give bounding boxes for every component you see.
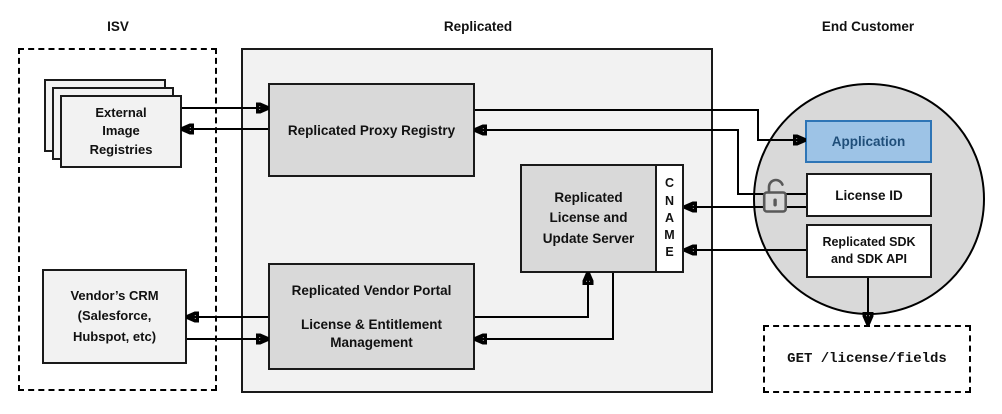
vendor-portal-title: Replicated Vendor Portal: [291, 282, 452, 298]
server-line: Update Server: [542, 230, 635, 246]
unlock-icon: [760, 176, 791, 215]
vendor-crm-box: Vendor’s CRM (Salesforce, Hubspot, etc): [42, 269, 187, 364]
vendor-portal-line: Management: [330, 334, 413, 350]
cname-strip: C N A M E: [655, 164, 684, 273]
sdk-line: Replicated SDK: [822, 235, 916, 250]
registries-line: Registries: [89, 141, 153, 157]
get-license-fields-box: GET /license/fields: [763, 325, 971, 393]
registries-line: External: [95, 104, 147, 120]
server-line: Replicated: [554, 190, 623, 206]
crm-line: (Salesforce,: [77, 308, 152, 324]
external-image-registries-box: External Image Registries: [60, 95, 182, 168]
server-line: License and: [549, 210, 628, 226]
isv-section-label: ISV: [107, 19, 129, 34]
cname-letter: M: [664, 228, 675, 243]
get-license-fields-label: GET /license/fields: [787, 351, 947, 367]
cname-letter: C: [664, 176, 675, 191]
proxy-registry-label: Replicated Proxy Registry: [287, 122, 456, 138]
cname-letter: A: [664, 210, 675, 225]
license-id-label: License ID: [835, 187, 903, 203]
vendor-portal-box: Replicated Vendor Portal License & Entit…: [268, 263, 475, 370]
registries-line: Image: [102, 123, 140, 139]
sdk-line: and SDK API: [831, 252, 907, 266]
cname-letter: E: [665, 245, 674, 260]
proxy-registry-box: Replicated Proxy Registry: [268, 83, 475, 177]
crm-line: Vendor’s CRM: [70, 288, 159, 304]
application-label: Application: [831, 134, 906, 149]
application-box: Application: [805, 120, 932, 163]
replicated-sdk-box: Replicated SDK and SDK API: [806, 224, 932, 278]
end-customer-section-label: End Customer: [821, 19, 915, 34]
vendor-portal-line: License & Entitlement: [300, 317, 443, 333]
replicated-section-label: Replicated: [443, 19, 513, 34]
cname-letter: N: [664, 193, 675, 208]
license-id-box: License ID: [806, 173, 932, 217]
license-update-server-box: Replicated License and Update Server: [520, 164, 657, 273]
crm-line: Hubspot, etc): [72, 328, 157, 344]
